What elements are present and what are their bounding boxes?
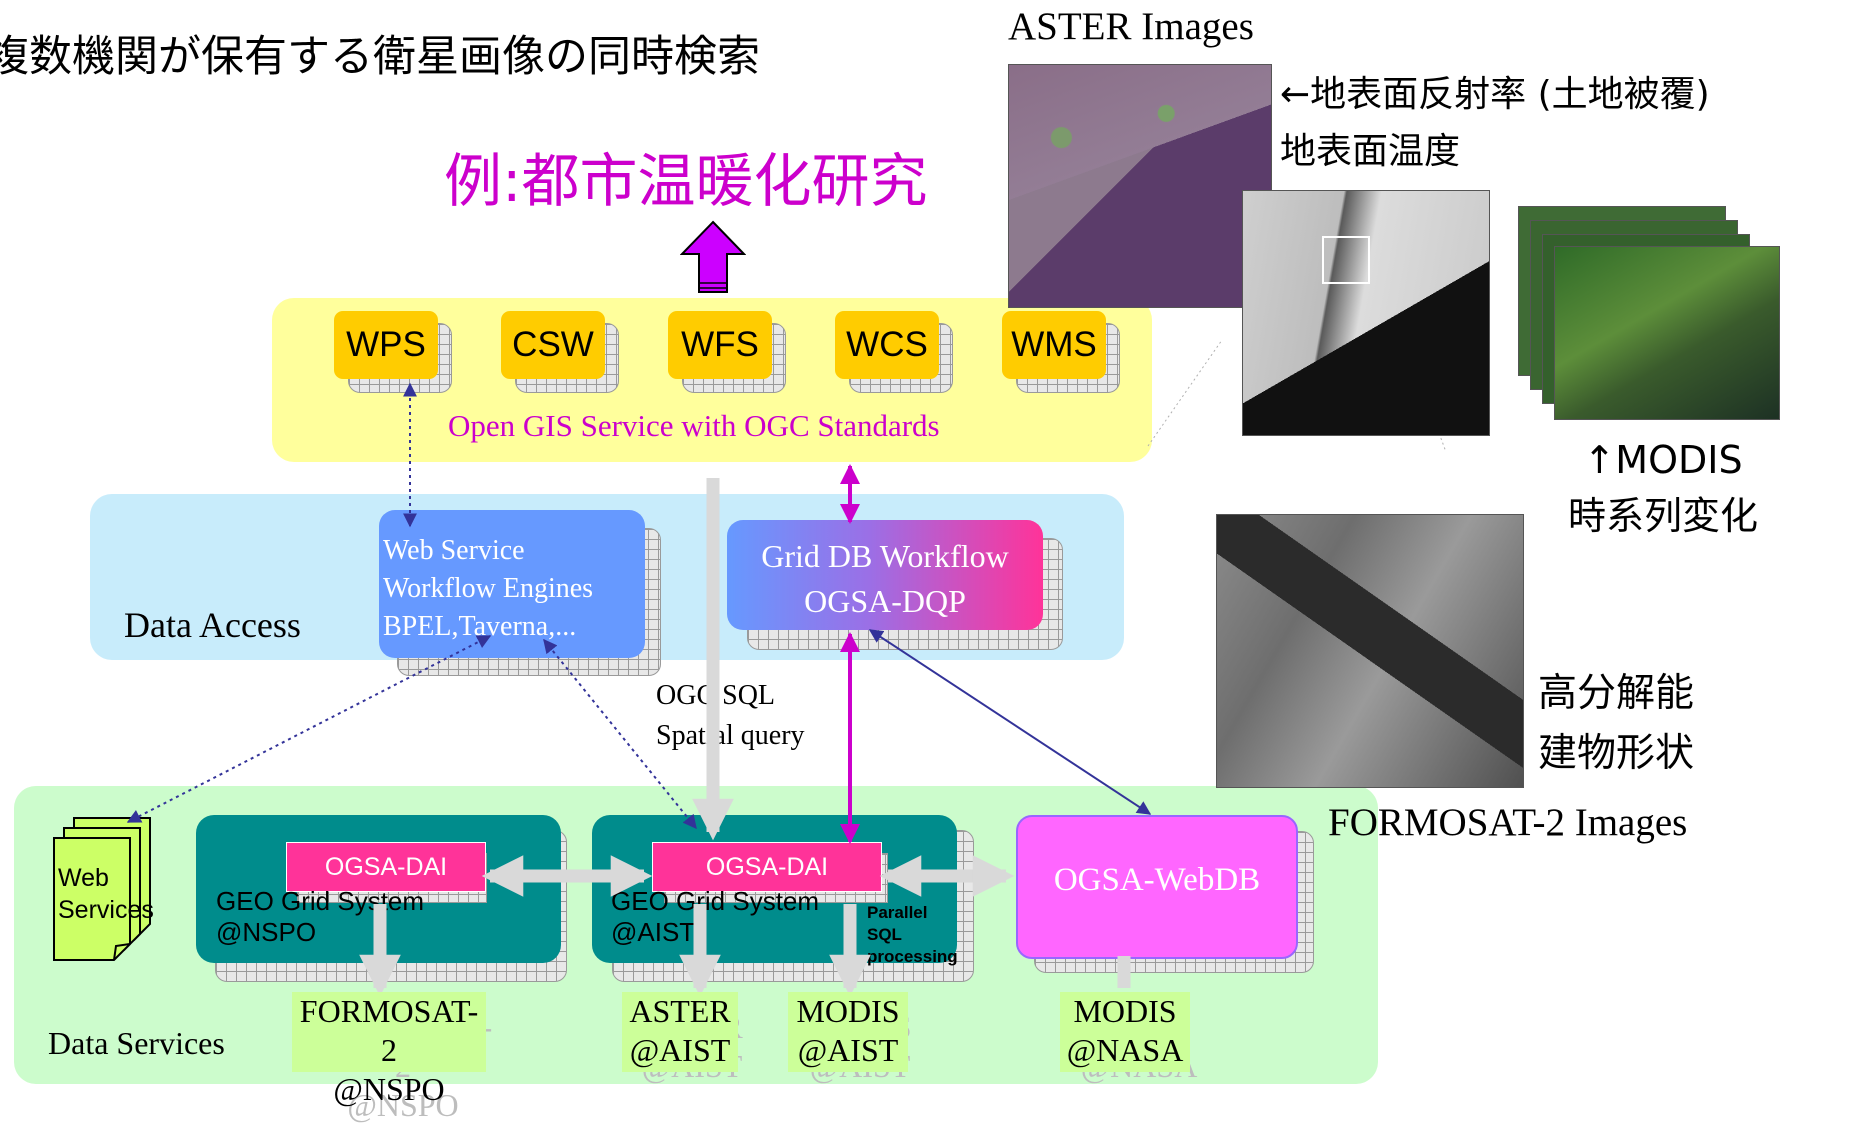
page-title: 複数機関が保有する衛星画像の同時検索: [0, 32, 760, 82]
ogsa-dai-aist[interactable]: OGSA-DAI: [652, 842, 882, 892]
modis-aist-store[interactable]: MODIS@AIST: [788, 992, 908, 1072]
connectors: [126, 315, 1447, 997]
grid-db-workflow-text: Grid DB Workflow OGSA-DQP: [761, 538, 1009, 619]
grid-db-workflow-box[interactable]: [727, 520, 1043, 630]
web-services-docs-icon: [53, 817, 151, 961]
parallel-sql-label: Parallel SQL processing: [867, 903, 958, 966]
aster-image: [1008, 64, 1272, 308]
ogsa-webdb-box[interactable]: [1016, 815, 1298, 959]
geo-grid-aist-label: GEO Grid System @AIST: [611, 886, 820, 947]
up-arrow: [680, 220, 746, 293]
wps-service-tile[interactable]: WPS: [334, 311, 438, 379]
web-service-workflow-box[interactable]: [379, 510, 645, 658]
csw-service-tile[interactable]: CSW: [501, 311, 605, 379]
aster-aist-store[interactable]: ASTER@AIST: [622, 992, 738, 1072]
aster-zoom-inset-box: [1322, 236, 1370, 284]
aster-note: ←地表面反射率 (土地被覆) 地表面温度: [1280, 74, 1710, 172]
ogsa-dai-nspo[interactable]: OGSA-DAI: [286, 842, 486, 892]
ogsa-webdb-label: OGSA-WebDB: [1053, 862, 1261, 898]
modis-image: [1554, 246, 1780, 420]
geo-grid-nspo-label: GEO Grid System @NSPO: [216, 886, 425, 947]
wms-service-tile[interactable]: WMS: [1002, 311, 1106, 379]
wfs-service-tile[interactable]: WFS: [668, 311, 772, 379]
aster-zoom-image: [1242, 190, 1490, 436]
aster-images-title: ASTER Images: [1008, 5, 1254, 48]
data-services-label: Data Services: [48, 1025, 225, 1061]
formosat-image: [1216, 514, 1524, 788]
modis-note: ↑MODIS 時系列変化: [1568, 438, 1759, 538]
modis-nasa-store[interactable]: MODIS@NASA: [1060, 992, 1190, 1072]
formosat-images-title: FORMOSAT-2 Images: [1328, 801, 1688, 844]
formosat-2-nspo-store[interactable]: FORMOSAT-2@NSPO: [292, 992, 486, 1107]
ogc-caption: Open GIS Service with OGC Standards: [448, 408, 940, 443]
wcs-service-tile[interactable]: WCS: [835, 311, 939, 379]
example-research-title: 例:都市温暖化研究: [444, 147, 928, 215]
formosat-note: 高分解能 建物形状: [1538, 671, 1695, 776]
web-services-label: Web Services: [58, 864, 154, 924]
